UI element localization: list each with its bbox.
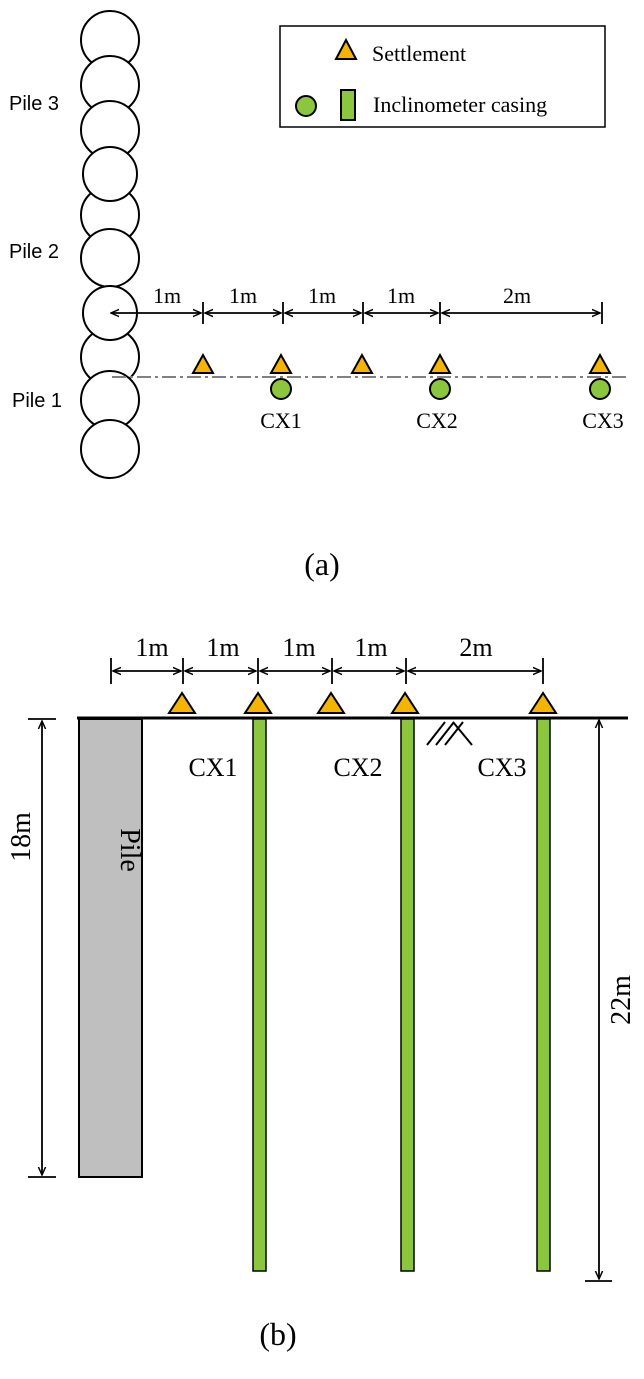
pile-1-label: Pile 1 [12, 390, 62, 412]
settlement-marker [350, 352, 374, 374]
pile-row [80, 10, 140, 479]
settlement-marker [428, 352, 452, 374]
section-spacing-label: 2m [459, 633, 492, 662]
inclinometer-marker-cx2 [429, 378, 451, 400]
plan-spacing-label: 2m [503, 283, 531, 308]
section-spacing-label: 1m [135, 633, 168, 662]
settlement-marker [269, 352, 293, 374]
plan-cx3-label: CX3 [582, 408, 624, 433]
casing-depth-label: 22m [606, 975, 637, 1025]
legend-box [279, 25, 606, 128]
plan-cx2-label: CX2 [416, 408, 458, 433]
inclinometer-casing-icon [340, 89, 356, 121]
settlement-marker [167, 691, 197, 714]
pile-label: Pile [114, 828, 145, 872]
pile-circle [80, 419, 140, 479]
settlement-marker [316, 691, 346, 714]
pile-section [78, 718, 143, 1178]
inclinometer-plan-icon [295, 95, 317, 117]
pile-depth-dimension [28, 718, 56, 1178]
plan-cx1-label: CX1 [260, 408, 302, 433]
settlement-marker [390, 691, 420, 714]
settlement-marker [528, 691, 558, 714]
inclinometer-marker-cx3 [589, 378, 611, 400]
settlement-marker [191, 352, 215, 374]
inclinometer-casing-cx1 [252, 718, 267, 1272]
pile-circle-primary [82, 146, 138, 202]
ground-hatch-symbol [426, 721, 473, 746]
inclinometer-casing-cx3 [536, 718, 551, 1272]
legend-settlement-label: Settlement [372, 41, 466, 66]
settlement-icon [334, 37, 358, 60]
pile-3-label: Pile 3 [9, 93, 59, 115]
legend-inclinometer-label: Inclinometer casing [373, 92, 547, 117]
plan-dimension-line [111, 302, 603, 324]
plan-spacing-label: 1m [229, 283, 257, 308]
pile-2-label: Pile 2 [9, 241, 59, 263]
legend: Settlement Inclinometer casing [279, 25, 606, 128]
inclinometer-casing-cx2 [400, 718, 415, 1272]
section-cx3-label: CX3 [477, 753, 526, 782]
section-spacing-label: 1m [282, 633, 315, 662]
section-cx1-label: CX1 [188, 753, 237, 782]
caption-b: (b) [259, 1316, 296, 1352]
section-cx2-label: CX2 [333, 753, 382, 782]
settlement-marker [243, 691, 273, 714]
section-view: 1m 1m 1m 1m 2m Pile CX1 CX2 CX3 [6, 633, 637, 1352]
plan-view: Pile 3 Pile 2 Pile 1 Settlement Inclinom… [9, 10, 628, 582]
section-spacing-label: 1m [354, 633, 387, 662]
plan-spacing-label: 1m [387, 283, 415, 308]
section-spacing-label: 1m [206, 633, 239, 662]
inclinometer-marker-cx1 [270, 378, 292, 400]
caption-a: (a) [304, 546, 340, 582]
pile-circle [80, 228, 140, 288]
section-dimension-line [110, 658, 544, 684]
plan-spacing-label: 1m [153, 283, 181, 308]
plan-spacing-label: 1m [308, 283, 336, 308]
pile-depth-label: 18m [6, 812, 37, 862]
casing-depth-dimension [585, 720, 612, 1282]
settlement-marker [588, 352, 612, 374]
